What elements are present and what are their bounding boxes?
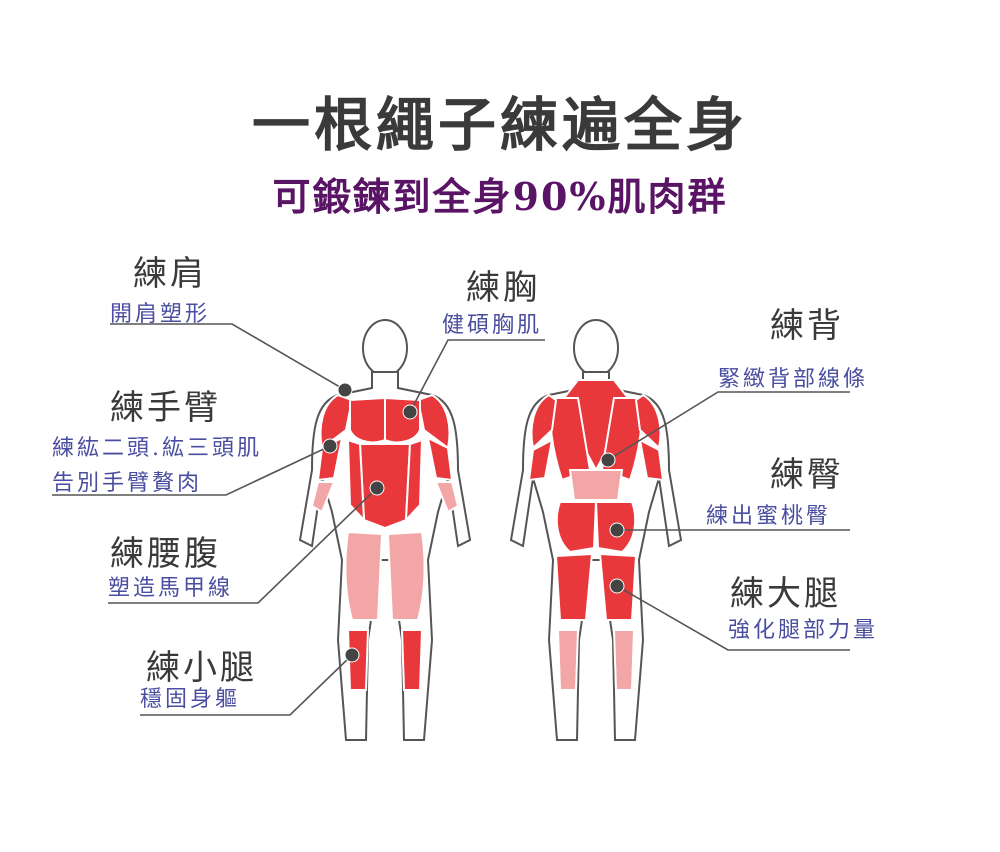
front-abs [358, 443, 412, 530]
front-forearm-right [434, 481, 460, 514]
dot-arm [322, 438, 338, 454]
front-figure [298, 319, 472, 741]
label-chest-desc: 健碩胸肌 [442, 313, 543, 338]
label-arm-desc-2: 告別手臂贅肉 [52, 471, 203, 496]
label-thigh-heading: 練大腿 [730, 574, 841, 614]
label-shoulder-heading: 練肩 [133, 254, 207, 294]
dot-calf [344, 647, 360, 663]
back-triceps-left [527, 438, 554, 482]
front-calf-right [400, 629, 424, 691]
front-oblique-right [404, 438, 424, 523]
leader-chest [409, 339, 545, 413]
label-thigh-desc: 強化腿部力量 [728, 618, 879, 643]
back-calf-left [556, 629, 580, 691]
label-shoulder-desc: 開肩塑形 [110, 302, 211, 327]
leader-arm [52, 445, 331, 496]
label-back-heading: 練背 [770, 306, 844, 346]
dot-chest [402, 404, 418, 420]
label-arm-heading: 練手臂 [110, 388, 221, 428]
front-shoulder-left [319, 393, 354, 450]
back-triceps-right [638, 438, 665, 482]
front-chest-left [349, 396, 386, 444]
label-back-desc: 緊緻背部線條 [718, 367, 869, 392]
front-calf-left [346, 629, 370, 691]
front-forearm-left [310, 481, 336, 514]
dot-thigh [609, 578, 625, 594]
back-hamstring-left [554, 552, 594, 621]
front-biceps-right [426, 436, 454, 482]
page-title: 一根繩子練遍全身 [251, 91, 748, 159]
label-calf-desc: 穩固身軀 [140, 687, 241, 712]
leader-back [607, 391, 850, 461]
marker-dots [322, 382, 625, 663]
label-glutes-heading: 練臀 [770, 455, 844, 495]
label-glutes-desc: 練出蜜桃臀 [706, 504, 832, 529]
label-chest-heading: 練胸 [466, 268, 540, 308]
dot-shoulder [337, 382, 353, 398]
back-lower [568, 469, 624, 501]
front-thigh-left [344, 530, 384, 621]
label-waist-desc: 塑造馬甲線 [108, 576, 234, 601]
dot-waist [369, 480, 385, 496]
label-arm-desc-1: 練紘二頭.紘三頭肌 [52, 436, 262, 461]
leader-thigh [616, 585, 850, 651]
back-shoulder-left [530, 393, 558, 450]
front-shoulder-right [416, 393, 451, 450]
label-waist-heading: 練腰腹 [110, 534, 221, 574]
dot-back [600, 452, 616, 468]
leader-shoulder [110, 323, 346, 391]
label-calf-heading: 練小腿 [146, 648, 257, 688]
leader-lines [52, 323, 850, 716]
dot-glutes [609, 522, 625, 538]
front-oblique-left [346, 438, 366, 523]
front-thigh-right [386, 530, 426, 621]
leader-calf [140, 654, 353, 716]
back-glute-left [555, 501, 598, 554]
leader-waist [108, 487, 378, 604]
back-calf-right [612, 629, 636, 691]
page-subtitle: 可鍛鍊到全身90%肌肉群 [272, 174, 728, 219]
